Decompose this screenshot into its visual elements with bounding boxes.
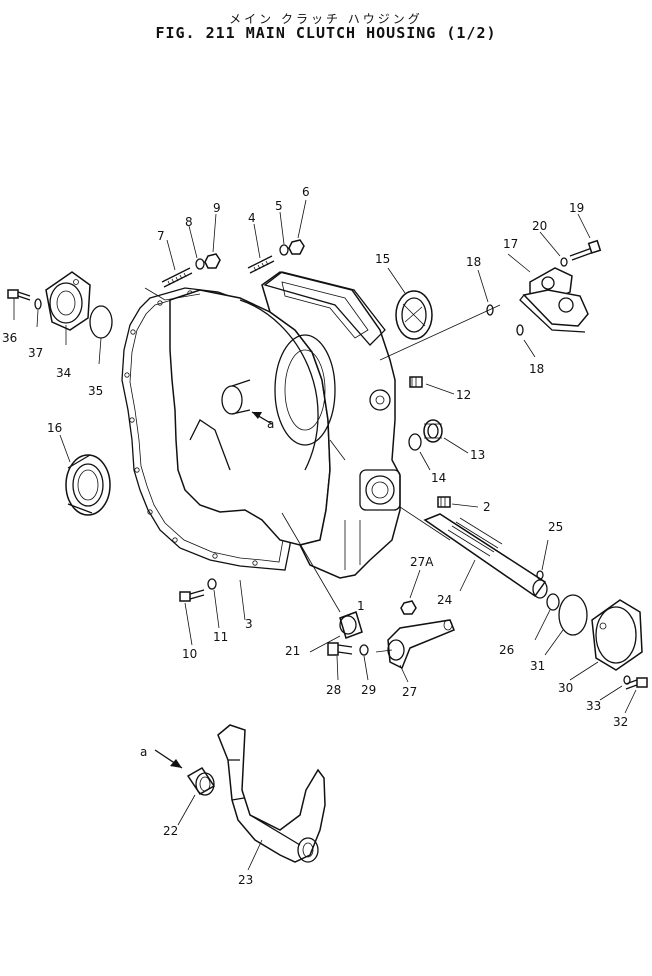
shift-fork-23 bbox=[217, 724, 326, 863]
bolt-10 bbox=[179, 589, 205, 602]
callout-35: 35 bbox=[88, 384, 103, 398]
nut-9 bbox=[204, 253, 221, 269]
view-arrow-a bbox=[154, 749, 183, 769]
clutch-housing-body bbox=[121, 271, 401, 579]
bolt-36 bbox=[7, 289, 31, 301]
callout-26: 26 bbox=[499, 643, 514, 657]
callout-5: 5 bbox=[275, 199, 283, 213]
ring-26 bbox=[546, 593, 560, 611]
callout-11: 11 bbox=[213, 630, 228, 644]
callout-23: 23 bbox=[238, 873, 253, 887]
callout-12: 12 bbox=[456, 388, 471, 402]
callout-10: 10 bbox=[182, 647, 197, 661]
bearing-16 bbox=[65, 454, 111, 516]
callout-2: 2 bbox=[483, 500, 491, 514]
title-japanese: メイン クラッチ ハウジング bbox=[229, 12, 423, 26]
bolt-28 bbox=[327, 642, 353, 656]
callout-28: 28 bbox=[326, 683, 341, 697]
cover-34 bbox=[45, 271, 91, 331]
bracket-piece bbox=[519, 289, 589, 333]
cover-30 bbox=[591, 599, 643, 671]
callout-29: 29 bbox=[361, 683, 376, 697]
view-marker-housing: a bbox=[267, 417, 274, 431]
callout-24: 24 bbox=[437, 593, 452, 607]
washer-20 bbox=[560, 257, 568, 267]
housing-body-side bbox=[261, 271, 401, 579]
callout-3: 3 bbox=[245, 617, 253, 631]
washer-5 bbox=[279, 244, 289, 256]
nut-27A bbox=[400, 600, 417, 615]
o-ring-18b bbox=[516, 324, 524, 336]
bushing-21 bbox=[339, 611, 363, 639]
o-ring-18a bbox=[486, 304, 494, 316]
stud-7 bbox=[161, 267, 193, 288]
stud-4 bbox=[247, 255, 275, 274]
callout-9: 9 bbox=[213, 201, 221, 215]
callout-37: 37 bbox=[28, 346, 43, 360]
o-ring-35 bbox=[89, 305, 113, 339]
callout-32: 32 bbox=[613, 715, 628, 729]
callout-36: 36 bbox=[2, 331, 17, 345]
callout-6: 6 bbox=[302, 185, 310, 199]
leader-lines bbox=[144, 199, 307, 301]
washer-29 bbox=[359, 644, 369, 656]
callout-18a: 18 bbox=[466, 255, 481, 269]
callout-19: 19 bbox=[569, 201, 584, 215]
plug-12 bbox=[409, 376, 423, 388]
plug-2 bbox=[437, 496, 451, 508]
callout-18b: 18 bbox=[529, 362, 544, 376]
callout-21: 21 bbox=[285, 644, 300, 658]
lever-27 bbox=[387, 619, 455, 670]
callout-8: 8 bbox=[185, 215, 193, 229]
callout-25: 25 bbox=[548, 520, 563, 534]
o-ring-14 bbox=[408, 433, 422, 451]
callout-30: 30 bbox=[558, 681, 573, 695]
o-ring-31 bbox=[558, 594, 588, 636]
callout-34: 34 bbox=[56, 366, 71, 380]
callout-13: 13 bbox=[470, 448, 485, 462]
bolt-19 bbox=[569, 239, 602, 261]
bushing-22 bbox=[186, 767, 216, 796]
bolt-32 bbox=[625, 677, 648, 690]
washer-37 bbox=[34, 298, 42, 310]
callout-labels: 1 2 3 4 5 6 7 8 9 10 11 12 13 14 15 16 1… bbox=[2, 185, 628, 887]
figure-title: FIG. 211 MAIN CLUTCH HOUSING (1/2) bbox=[155, 24, 497, 42]
washer-8 bbox=[195, 258, 205, 270]
callout-17: 17 bbox=[503, 237, 518, 251]
callout-31: 31 bbox=[530, 659, 545, 673]
callout-14: 14 bbox=[431, 471, 446, 485]
callout-15: 15 bbox=[375, 252, 390, 266]
callout-16: 16 bbox=[47, 421, 62, 435]
callout-27A: 27A bbox=[410, 555, 434, 569]
callout-7: 7 bbox=[157, 229, 165, 243]
nut-6 bbox=[288, 239, 305, 255]
washer-11 bbox=[207, 578, 217, 590]
callout-27: 27 bbox=[402, 685, 417, 699]
callout-4: 4 bbox=[248, 211, 256, 225]
breather-13 bbox=[423, 419, 443, 443]
callout-22: 22 bbox=[163, 824, 178, 838]
callout-1: 1 bbox=[357, 599, 365, 613]
callout-20: 20 bbox=[532, 219, 547, 233]
bearing-15 bbox=[395, 290, 433, 340]
view-marker-bottom: a bbox=[140, 745, 147, 759]
shaft-24 bbox=[423, 513, 548, 599]
pin-25 bbox=[536, 570, 544, 580]
callout-33: 33 bbox=[586, 699, 601, 713]
